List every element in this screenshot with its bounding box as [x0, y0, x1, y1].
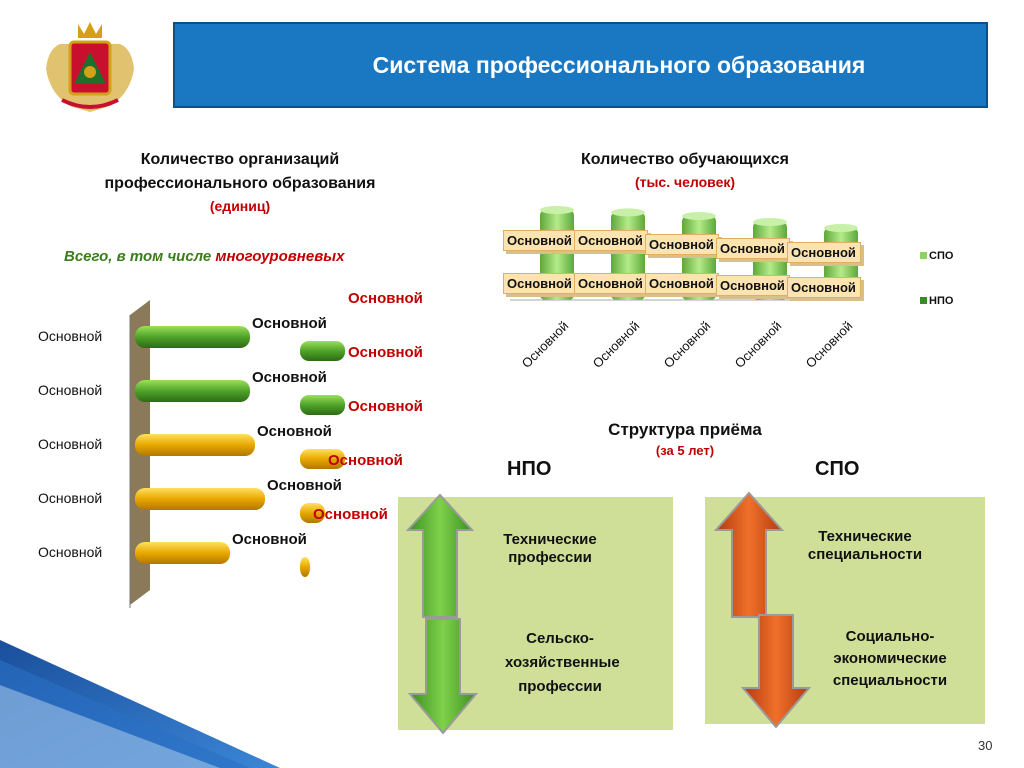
spo-bar-cap: [611, 208, 645, 217]
left-chart-subtitle-highlight: многоуровневых: [215, 248, 345, 265]
spo-down-text: Социально-экономические специальности: [832, 628, 948, 689]
org-total-bar: [135, 488, 265, 510]
left-chart-unit: (единиц): [209, 198, 271, 214]
npo-up-arrow-icon: [405, 493, 475, 618]
org-total-data-label: Основной: [232, 531, 307, 548]
left-chart-subtitle-prefix: Всего, в том числе: [64, 248, 216, 265]
org-multilevel-data-label: Основной: [348, 344, 423, 361]
decorative-swoosh: [0, 640, 280, 768]
structure-unit: (за 5 лет): [655, 443, 715, 458]
left-chart-title-line2: профессионального образования: [104, 175, 376, 192]
org-total-data-label: Основной: [252, 315, 327, 332]
left-chart-subtitle: Всего, в том числе многоуровневых: [64, 248, 344, 265]
npo-data-label: Основной: [574, 273, 648, 294]
npo-data-label: Основной: [787, 277, 861, 298]
category-label: Основной: [38, 382, 103, 398]
org-total-bar: [135, 380, 250, 402]
npo-down-arrow-icon: [407, 618, 479, 735]
npo-data-label: Основной: [503, 273, 577, 294]
npo-data-label: Основной: [716, 275, 790, 296]
left-chart-title-line1: Количество организаций: [140, 151, 340, 168]
legend-item-spo: СПО: [920, 250, 953, 262]
spo-data-label: Основной: [645, 234, 719, 255]
npo-up-text: Технические профессии: [503, 531, 597, 566]
category-label: Основной: [38, 436, 103, 452]
legend-item-npo: НПО: [920, 295, 953, 307]
legend-swatch-spo: [920, 252, 927, 259]
org-multilevel-data-label: Основной: [348, 398, 423, 415]
org-multilevel-bar: [300, 395, 345, 415]
coat-of-arms-icon: [46, 22, 134, 112]
spo-bar-cap: [682, 212, 716, 220]
spo-up-arrow-icon: [713, 491, 785, 618]
org-multilevel-bar: [300, 557, 310, 577]
org-total-bar: [135, 542, 230, 564]
org-multilevel-data-label: Основной: [313, 506, 388, 523]
org-total-bar: [135, 434, 255, 456]
right-chart-unit: (тыс. человек): [634, 174, 736, 190]
spo-data-label: Основной: [787, 242, 861, 263]
org-total-bar: [135, 326, 250, 348]
org-total-data-label: Основной: [252, 369, 327, 386]
legend-swatch-npo: [920, 297, 927, 304]
org-multilevel-bar: [300, 503, 325, 523]
page-number: 30: [978, 738, 993, 753]
spo-data-label: Основной: [503, 230, 577, 251]
npo-down-text: Сельско-хозяйственные профессии: [505, 630, 620, 695]
spo-data-label: Основной: [716, 238, 790, 259]
category-label: Основной: [38, 328, 103, 344]
right-chart-title: Количество обучающихся: [581, 151, 789, 168]
spo-bar-cap: [540, 206, 574, 214]
spo-down-arrow-icon: [740, 614, 812, 729]
spo-bar-cap: [824, 224, 858, 232]
spo-label: СПО: [815, 458, 860, 480]
spo-up-text: Технические специальности: [807, 528, 923, 563]
org-multilevel-data-label: Основной: [348, 290, 423, 307]
organizations-bar-chart: [129, 300, 345, 608]
spo-bar-cap: [753, 218, 787, 226]
spo-data-label: Основной: [574, 230, 648, 251]
org-multilevel-bar: [300, 449, 345, 469]
npo-label: НПО: [507, 458, 552, 480]
category-label: Основной: [38, 544, 103, 560]
org-multilevel-bar: [300, 341, 345, 361]
category-label: Основной: [38, 490, 103, 506]
slide-title: Система профессионального образования: [372, 52, 866, 78]
org-total-data-label: Основной: [267, 477, 342, 494]
org-total-data-label: Основной: [257, 423, 332, 440]
org-multilevel-data-label: Основной: [328, 452, 403, 469]
npo-data-label: Основной: [645, 273, 719, 294]
title-banner: [173, 22, 988, 108]
structure-title: Структура приёма: [608, 420, 762, 439]
